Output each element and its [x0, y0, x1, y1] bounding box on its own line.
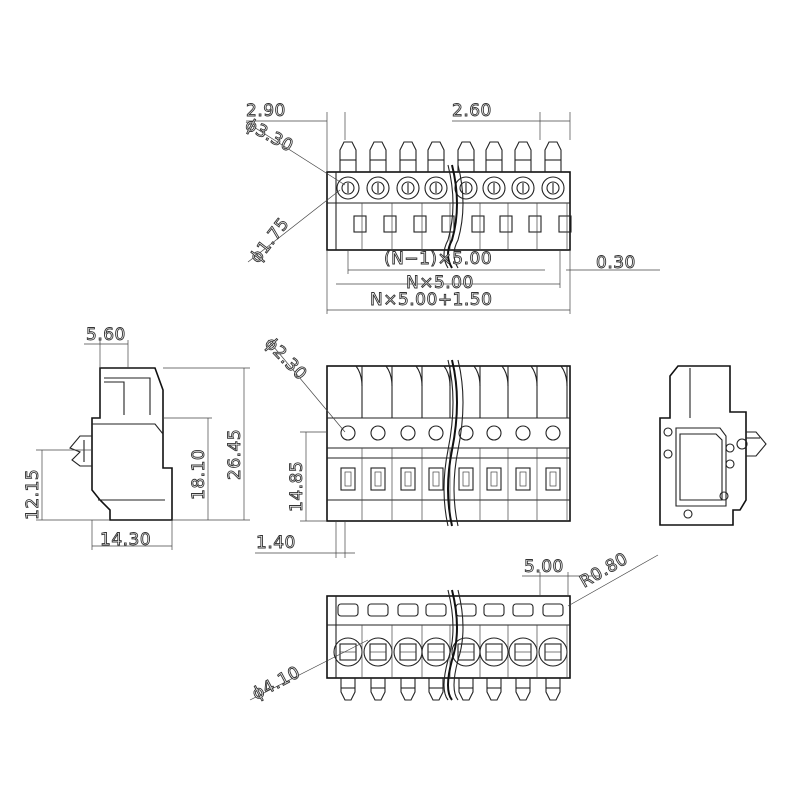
dim-height-total: 26.45	[225, 429, 245, 480]
screw-hole	[366, 176, 390, 200]
bottom-pole	[479, 603, 509, 701]
front-hole	[340, 425, 356, 441]
dim-bottom-pitch: 5.00	[524, 557, 564, 577]
dim-n-minus-1: (N−1)×5.00	[384, 249, 492, 269]
front-pole	[486, 365, 509, 521]
screw-hole	[396, 176, 420, 200]
front-pole	[340, 365, 363, 521]
dim-pitch-left: 2.90	[246, 101, 286, 121]
bottom-pole	[508, 603, 538, 701]
bottom-pole	[538, 603, 568, 701]
front-pole	[370, 365, 393, 521]
dim-height-body: 18.10	[189, 449, 209, 500]
dim-offset: 0.30	[596, 253, 636, 273]
screw-hole	[541, 176, 565, 200]
top-pole	[396, 141, 427, 250]
front-pole	[545, 365, 568, 521]
front-hole	[486, 425, 502, 441]
top-pole	[336, 141, 367, 250]
front-hole	[545, 425, 561, 441]
dim-height-pin: 12.15	[23, 469, 43, 520]
front-pole	[428, 365, 451, 521]
front-pole	[400, 365, 423, 521]
screw-hole	[482, 176, 506, 200]
bottom-view	[249, 554, 659, 701]
front-view	[255, 339, 571, 558]
top-pole	[366, 141, 397, 250]
front-pole	[515, 365, 538, 521]
bottom-pole	[333, 603, 363, 701]
dim-pin-dia: ϕ1.75	[246, 214, 294, 267]
front-hole	[515, 425, 531, 441]
top-pole	[482, 141, 513, 250]
screw-hole	[454, 176, 478, 200]
top-view	[326, 141, 572, 269]
screw-hole	[511, 176, 535, 200]
dim-pitch: 2.60	[452, 101, 492, 121]
top-pole	[424, 141, 455, 250]
dim-side-depth: 5.60	[86, 325, 126, 345]
dim-front-offset: 1.40	[256, 533, 296, 553]
dim-front-height: 14.85	[287, 461, 307, 512]
dim-bottom-dia: ϕ4.10	[249, 663, 304, 705]
top-pole	[541, 141, 572, 250]
dim-front-hole-dia: ϕ2.30	[260, 334, 310, 385]
front-hole	[370, 425, 386, 441]
top-pole	[511, 141, 542, 250]
front-hole	[428, 425, 444, 441]
dim-n-total: N×5.00+1.50	[370, 290, 492, 310]
screw-hole	[424, 176, 448, 200]
dim-n-times: N×5.00	[406, 273, 474, 293]
bottom-pole	[363, 603, 393, 701]
front-hole	[458, 425, 474, 441]
side-view-left	[36, 340, 250, 550]
top-dimensions	[245, 112, 660, 314]
top-pole	[454, 141, 485, 250]
front-hole	[400, 425, 416, 441]
front-pole	[458, 365, 481, 521]
side-view-right	[659, 365, 767, 526]
dim-side-width: 14.30	[100, 530, 151, 550]
screw-hole	[336, 176, 360, 200]
